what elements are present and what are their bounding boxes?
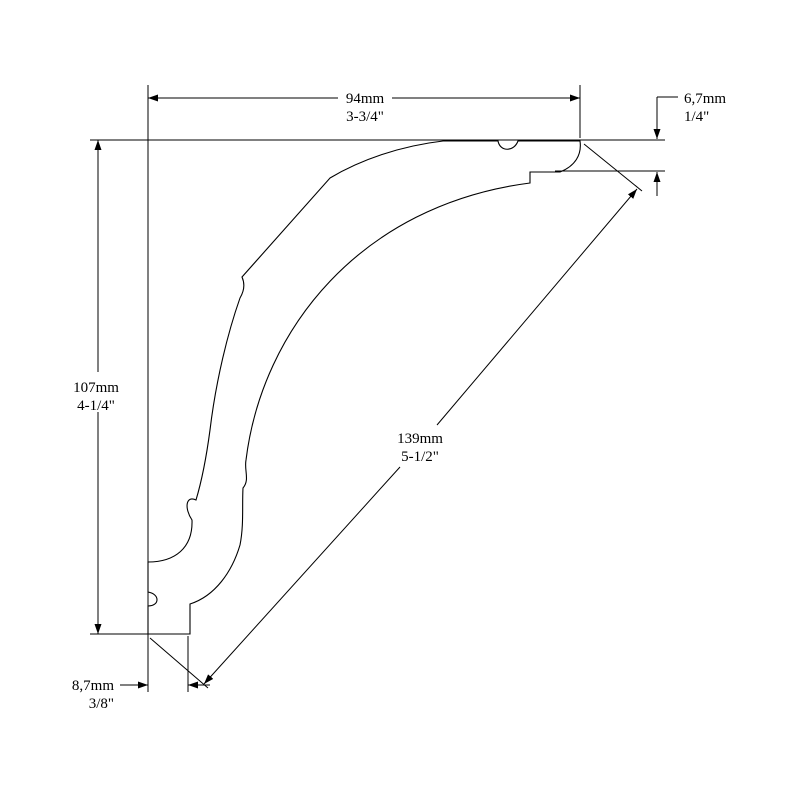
dim-height-metric: 107mm [73, 380, 119, 396]
molding-profile [147, 140, 581, 635]
ext-diag-top [583, 143, 643, 192]
dim-height-imperial: 4-1/4" [77, 398, 115, 414]
dim-topflat-imperial: 1/4" [684, 109, 709, 125]
dim-topflat-metric: 6,7mm [684, 91, 726, 107]
ext-diag-bottom [149, 637, 209, 689]
dim-width-metric: 94mm [346, 91, 385, 107]
dim-bottomflat-metric: 8,7mm [72, 678, 114, 694]
dim-bottomflat-imperial: 3/8" [89, 696, 114, 712]
dim-projection-metric: 139mm [397, 431, 443, 447]
dim-projection-line-lower [203, 466, 401, 685]
dim-projection-imperial: 5-1/2" [401, 449, 439, 465]
dim-projection-line-upper [436, 188, 638, 426]
dim-width-imperial: 3-3/4" [346, 109, 384, 125]
